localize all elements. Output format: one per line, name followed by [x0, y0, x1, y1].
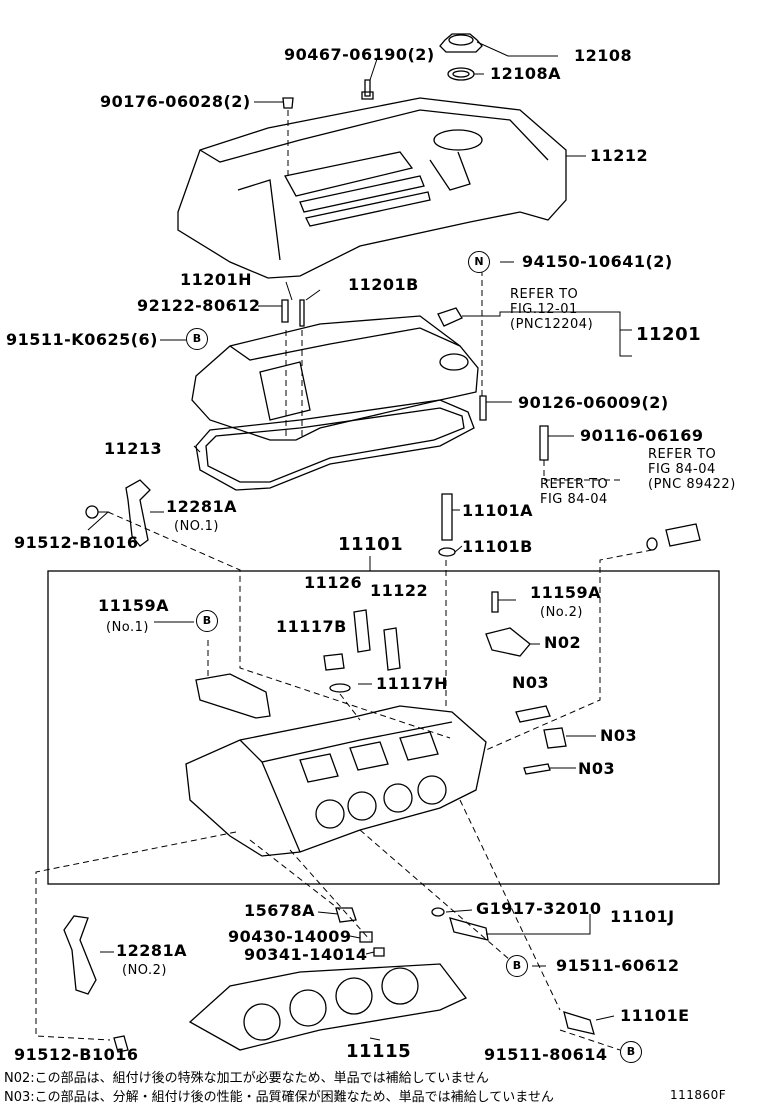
part-label-11201: 11201: [636, 324, 702, 345]
part-label-11159a-no2: 11159A: [530, 583, 602, 602]
oil-filler-cap-part: [439, 33, 483, 81]
engine-cover-part: [177, 97, 567, 279]
part-label-11101: 11101: [338, 534, 404, 555]
part-label-n03-top: N03: [512, 673, 550, 692]
valve-cover-gasket-part: [195, 399, 475, 491]
part-label-11117b: 11117B: [276, 617, 347, 636]
valve-cover-part: [191, 299, 487, 441]
bearing-cap-2-part: [485, 627, 531, 657]
cylinder-head-group-box: [47, 570, 720, 885]
cylinder-head-part: [185, 705, 487, 857]
part-label-g1917: G1917-32010: [476, 899, 602, 918]
part-label-90116: 90116-06169: [580, 426, 704, 445]
bearing-cap-1-part: [195, 673, 271, 719]
plug-part: [539, 425, 549, 461]
part-label-n03-bottom: N03: [578, 759, 616, 778]
part-label-11115: 11115: [346, 1041, 412, 1062]
part-label-91511-k0625: 91511-K0625(6): [6, 330, 158, 349]
part-label-11212: 11212: [590, 146, 649, 165]
part-label-11101b: 11101B: [462, 537, 533, 556]
refer-to-fig-84-04-b-line1: REFER TO: [540, 477, 609, 492]
refer-to-fig-12-01-line1: REFER TO: [510, 287, 579, 302]
part-label-11122: 11122: [370, 581, 429, 600]
part-label-12108a: 12108A: [490, 64, 562, 83]
crank-sensor-part: [563, 1011, 595, 1035]
marker-b-circle-cap: B: [196, 610, 218, 632]
part-label-91511-60612: 91511-60612: [556, 956, 680, 975]
refer-to-fig-84-04-a-line3: (PNC 89422): [648, 477, 736, 492]
part-label-90341: 90341-14014: [244, 945, 368, 964]
refer-to-fig-84-04-a-line2: FIG 84-04: [648, 462, 716, 477]
footnote-n02: N02:この部品は、組付け後の特殊な加工が必要なため、単品では補給していません: [4, 1071, 489, 1086]
part-label-15678a: 15678A: [244, 901, 316, 920]
part-label-11126: 11126: [304, 573, 363, 592]
part-sublabel-no2-cap: (No.2): [540, 605, 583, 620]
part-label-94150: 94150-10641(2): [522, 252, 673, 271]
engine-hanger-2-part: [63, 915, 97, 995]
part-label-90467: 90467-06190(2): [284, 45, 435, 64]
refer-to-fig-12-01-line2: FIG.12-01: [510, 302, 578, 317]
marker-b-circle-sensor: B: [506, 955, 528, 977]
part-label-12108: 12108: [574, 46, 633, 65]
marker-n-circle: N: [468, 251, 490, 273]
marker-b-circle-valve-cover: B: [186, 328, 208, 350]
part-label-91512-b1016-bottom: 91512-B1016: [14, 1045, 139, 1064]
part-label-n02: N02: [544, 633, 582, 652]
figure-code: 111860F: [670, 1088, 727, 1102]
part-label-11201h: 11201H: [180, 270, 253, 289]
cam-sensor-part: [449, 917, 489, 941]
engine-hanger-1-part: [125, 479, 151, 547]
part-label-11101e: 11101E: [620, 1006, 690, 1025]
part-label-12281a-no2: 12281A: [116, 941, 188, 960]
refer-to-fig-84-04-b-line2: FIG 84-04: [540, 492, 608, 507]
part-label-11201b: 11201B: [348, 275, 419, 294]
head-bolt-part: [441, 493, 453, 541]
pin-part: [515, 705, 551, 723]
part-label-90430: 90430-14009: [228, 927, 352, 946]
part-sublabel-no1: (NO.1): [174, 519, 219, 534]
part-label-91512-b1016-top: 91512-B1016: [14, 533, 139, 552]
part-label-11101j: 11101J: [610, 907, 675, 926]
part-label-91511-80614: 91511-80614: [484, 1045, 608, 1064]
part-label-90126: 90126-06009(2): [518, 393, 669, 412]
marker-b-circle-crank: B: [620, 1041, 642, 1063]
part-label-n03-mid: N03: [600, 726, 638, 745]
part-label-11213: 11213: [104, 439, 163, 458]
refer-to-fig-84-04-a-line1: REFER TO: [648, 447, 717, 462]
footnote-n03: N03:この部品は、分解・組付け後の性能・品質確保が困難なため、単品では補給して…: [4, 1090, 554, 1105]
part-sublabel-no2: (NO.2): [122, 963, 167, 978]
part-label-11159a-no1: 11159A: [98, 596, 170, 615]
head-gasket-part: [188, 963, 468, 1051]
refer-to-fig-12-01-line3: (PNC12204): [510, 317, 594, 332]
part-label-12281a-no1: 12281A: [166, 497, 238, 516]
part-label-90176: 90176-06028(2): [100, 92, 251, 111]
valve-guide-part: [353, 609, 371, 653]
sensor-part: [665, 523, 701, 547]
part-label-11117h: 11117H: [376, 674, 449, 693]
cover-bolts-part: [282, 79, 374, 109]
part-label-11101a: 11101A: [462, 501, 534, 520]
part-label-92122: 92122-80612: [137, 296, 261, 315]
part-sublabel-no1-cap: (No.1): [106, 620, 149, 635]
